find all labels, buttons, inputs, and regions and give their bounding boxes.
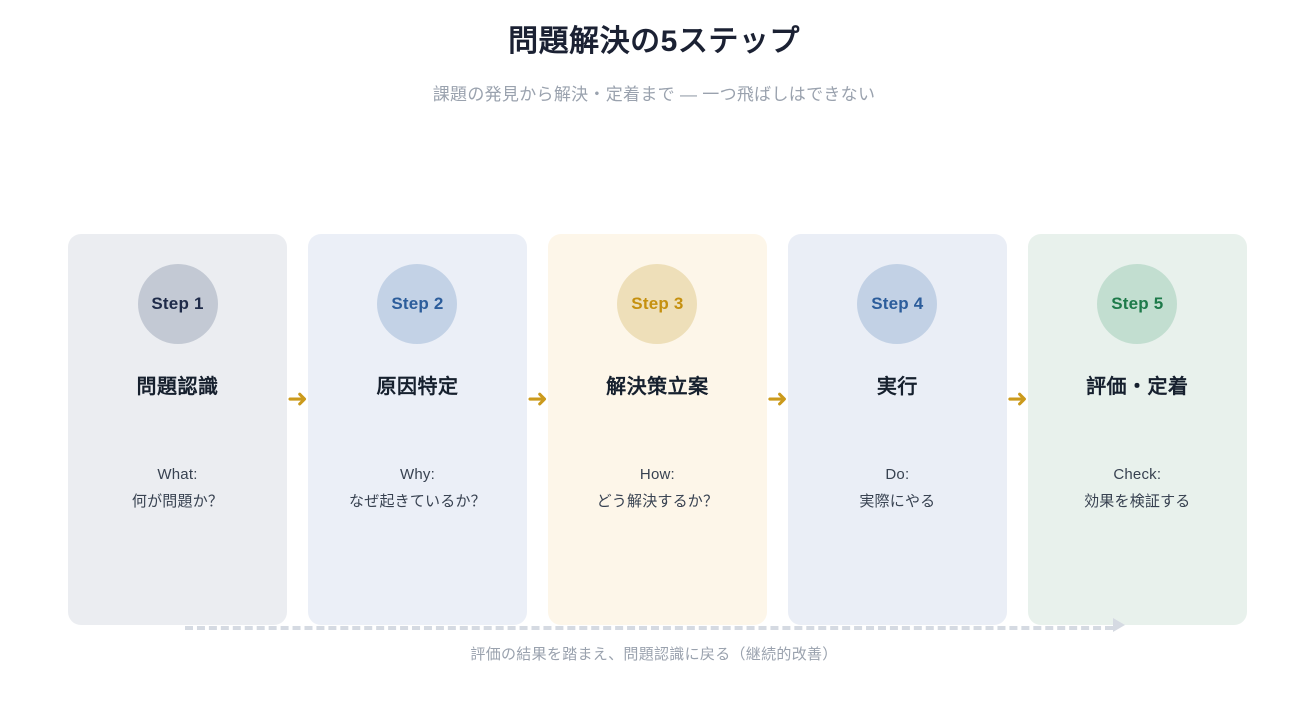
step-body-jp-1: 何が問題か？: [131, 493, 224, 510]
step-card-3[interactable]: Step 3 解決策立案 How: どう解決するか？: [547, 234, 767, 625]
step-badge-circle-2: Step 2: [377, 264, 458, 344]
connector-3-4: ➜: [767, 234, 788, 625]
page-title: 問題解決の5ステップ: [508, 25, 800, 58]
step-badge-label-5: Step 5: [1111, 294, 1164, 313]
step-title-5: 評価・定着: [1086, 376, 1189, 398]
arrow-right-icon: ➜: [526, 385, 548, 413]
step-body-5: Check: 効果を検証する: [1084, 461, 1190, 515]
step-badge-circle-4: Step 4: [857, 264, 938, 344]
step-badge-label-2: Step 2: [391, 294, 444, 313]
connector-1-2: ➜: [287, 234, 308, 625]
arrow-right-icon: ➜: [1006, 385, 1028, 413]
step-badge-label-4: Step 4: [871, 294, 924, 313]
arrow-right-icon: ➜: [287, 385, 308, 413]
feedback-loop-line: [185, 626, 1113, 630]
step-card-2[interactable]: Step 2 原因特定 Why: なぜ起きているか？: [307, 234, 527, 625]
step-body-en-3: How:: [639, 466, 675, 483]
feedback-loop-arrow-icon: [1113, 618, 1125, 632]
step-card-4[interactable]: Step 4 実行 Do: 実際にやる: [787, 234, 1007, 625]
step-title-2: 原因特定: [376, 376, 459, 398]
connector-4-5: ➜: [1007, 234, 1028, 625]
step-title-3: 解決策立案: [606, 376, 709, 398]
step-badge-label-3: Step 3: [631, 294, 684, 313]
step-body-en-1: What:: [157, 466, 198, 483]
step-badge-label-1: Step 1: [151, 294, 204, 313]
feedback-loop-caption: 評価の結果を踏まえ、問題認識に戻る（継続的改善）: [470, 646, 838, 663]
step-badge-circle-5: Step 5: [1097, 264, 1178, 344]
step-body-3: How: どう解決するか？: [597, 461, 719, 515]
step-body-4: Do: 実際にやる: [859, 461, 935, 515]
step-body-jp-3: どう解決するか？: [596, 493, 719, 510]
step-body-en-5: Check:: [1113, 466, 1162, 483]
header: 問題解決の5ステップ 課題の発見から解決・定着まで — 一つ飛ばしはできない: [0, 22, 1308, 108]
step-body-jp-2: なぜ起きているか？: [349, 493, 486, 510]
step-body-en-2: Why:: [399, 466, 435, 483]
steps-row: Step 1 問題認識 What: 何が問題か？ ➜ Step 2 原因特定 W…: [68, 234, 1247, 625]
step-card-1[interactable]: Step 1 問題認識 What: 何が問題か？: [68, 234, 287, 625]
feedback-loop: [185, 618, 1125, 632]
step-title-1: 問題認識: [136, 376, 219, 398]
step-body-1: What: 何が問題か？: [132, 461, 223, 515]
step-body-jp-4: 実際にやる: [859, 493, 936, 510]
connector-2-3: ➜: [527, 234, 548, 625]
step-body-jp-5: 効果を検証する: [1084, 493, 1191, 510]
arrow-right-icon: ➜: [766, 385, 788, 413]
step-body-2: Why: なぜ起きているか？: [349, 461, 486, 515]
step-badge-circle-3: Step 3: [617, 264, 698, 344]
step-card-5[interactable]: Step 5 評価・定着 Check: 効果を検証する: [1027, 234, 1247, 625]
step-badge-circle-1: Step 1: [137, 264, 218, 344]
step-title-4: 実行: [876, 376, 918, 398]
page-subtitle: 課題の発見から解決・定着まで — 一つ飛ばしはできない: [432, 85, 876, 104]
step-body-en-4: Do:: [885, 466, 910, 483]
